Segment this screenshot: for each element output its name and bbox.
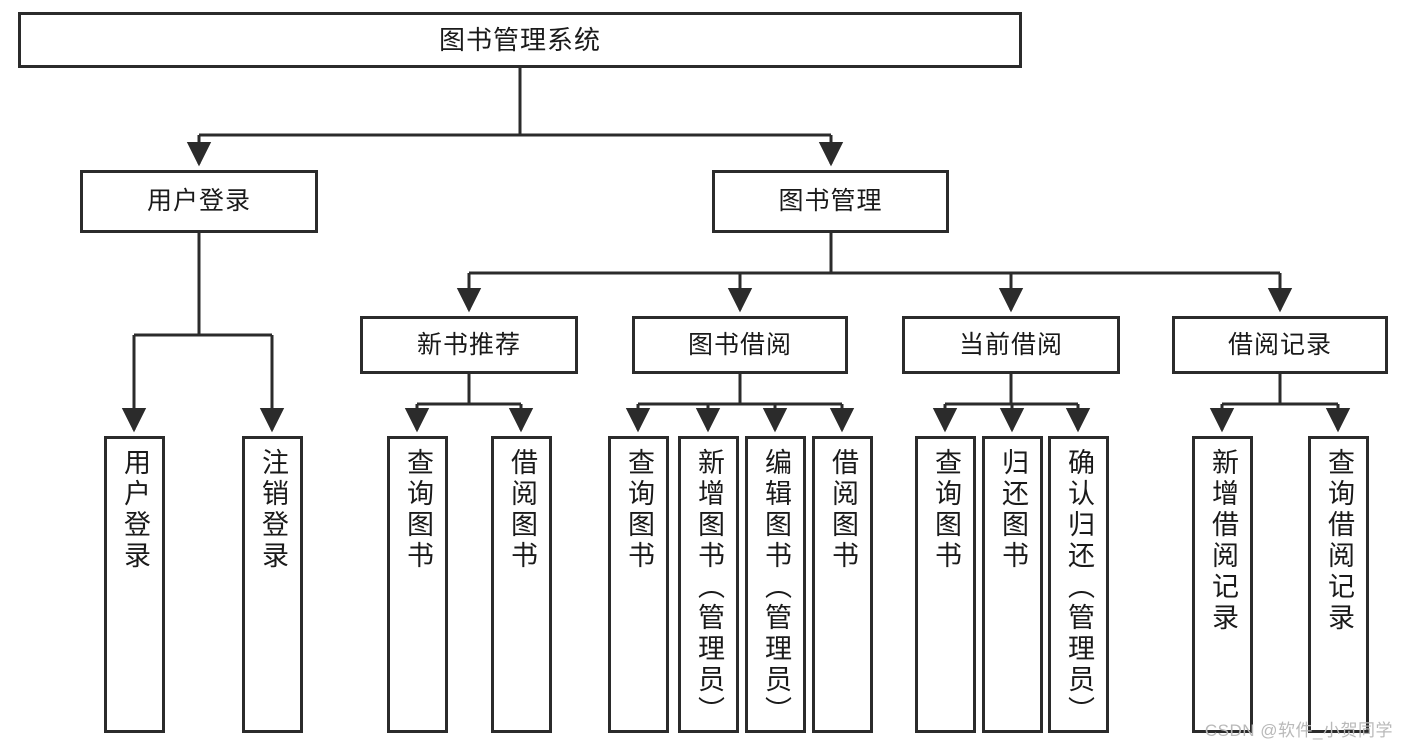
leaf-current-borrow-confirm-return-admin[interactable]: 确认归还（管理员） — [1048, 436, 1109, 733]
leaf-current-borrow-return-book[interactable]: 归还图书 — [982, 436, 1043, 733]
node-label: 借阅图书 — [507, 448, 537, 572]
node-label: 用户登录 — [120, 448, 150, 572]
node-label: 图书借阅 — [687, 330, 792, 359]
leaf-book-borrow-edit-book-admin[interactable]: 编辑图书（管理员） — [745, 436, 806, 733]
leaf-new-book-query-book[interactable]: 查询图书 — [387, 436, 448, 733]
node-label: 新增图书（管理员） — [694, 448, 724, 727]
node-label: 查询借阅记录 — [1324, 448, 1354, 634]
node-label: 归还图书 — [998, 448, 1028, 572]
csdn-watermark: CSDN @软件_小贺同学 — [1204, 721, 1393, 740]
node-label: 新书推荐 — [416, 330, 521, 359]
leaf-current-borrow-query-book[interactable]: 查询图书 — [915, 436, 976, 733]
leaf-user-login-signin[interactable]: 用户登录 — [104, 436, 165, 733]
node-borrow-record[interactable]: 借阅记录 — [1172, 316, 1388, 374]
node-label: 新增借阅记录 — [1208, 448, 1238, 634]
node-book-borrow[interactable]: 图书借阅 — [632, 316, 848, 374]
node-label: 借阅图书 — [828, 448, 858, 572]
leaf-borrow-record-query-record[interactable]: 查询借阅记录 — [1308, 436, 1369, 733]
node-label: 查询图书 — [931, 448, 961, 572]
node-label: 用户登录 — [146, 187, 251, 215]
node-label: 编辑图书（管理员） — [761, 448, 791, 727]
node-label: 注销登录 — [258, 448, 288, 572]
leaf-user-login-signout[interactable]: 注销登录 — [242, 436, 303, 733]
leaf-book-borrow-query-book[interactable]: 查询图书 — [608, 436, 669, 733]
node-root-book-management-system[interactable]: 图书管理系统 — [18, 12, 1022, 68]
node-label: 确认归还（管理员） — [1064, 448, 1094, 727]
node-new-book-recommend[interactable]: 新书推荐 — [360, 316, 578, 374]
node-current-borrow[interactable]: 当前借阅 — [902, 316, 1120, 374]
leaf-borrow-record-add-record[interactable]: 新增借阅记录 — [1192, 436, 1253, 733]
leaf-book-borrow-add-book-admin[interactable]: 新增图书（管理员） — [678, 436, 739, 733]
node-label: 查询图书 — [624, 448, 654, 572]
node-label: 图书管理系统 — [438, 24, 601, 55]
node-book-management[interactable]: 图书管理 — [712, 170, 949, 233]
node-label: 图书管理 — [778, 187, 883, 215]
node-label: 借阅记录 — [1227, 330, 1332, 359]
node-label: 查询图书 — [403, 448, 433, 572]
node-user-login[interactable]: 用户登录 — [80, 170, 318, 233]
leaf-book-borrow-borrow-book[interactable]: 借阅图书 — [812, 436, 873, 733]
node-label: 当前借阅 — [958, 330, 1063, 359]
leaf-new-book-borrow-book[interactable]: 借阅图书 — [491, 436, 552, 733]
